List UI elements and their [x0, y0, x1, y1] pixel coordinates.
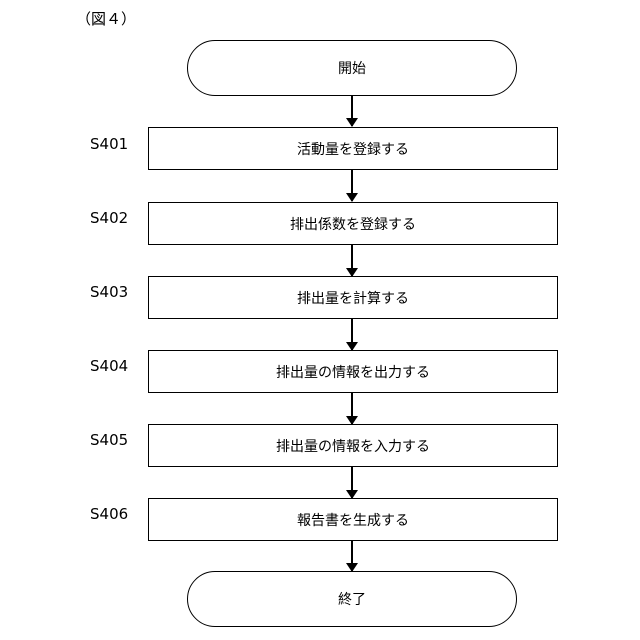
- step-box-s404: 排出量の情報を出力する: [148, 350, 558, 393]
- flow-arrow: [351, 96, 353, 126]
- end-node: 終了: [187, 571, 517, 627]
- step-box-s405: 排出量の情報を入力する: [148, 424, 558, 467]
- step-box-s401: 活動量を登録する: [148, 127, 558, 170]
- step-id-s402: S402: [90, 209, 128, 227]
- step-id-s405: S405: [90, 431, 128, 449]
- step-id-s404: S404: [90, 357, 128, 375]
- step-box-s406: 報告書を生成する: [148, 498, 558, 541]
- flow-arrow: [351, 467, 353, 498]
- step-id-s403: S403: [90, 283, 128, 301]
- step-box-s403: 排出量を計算する: [148, 276, 558, 319]
- flow-arrow: [351, 245, 353, 276]
- step-box-s402: 排出係数を登録する: [148, 202, 558, 245]
- step-id-s401: S401: [90, 135, 128, 153]
- flow-arrow: [351, 319, 353, 350]
- step-id-s406: S406: [90, 505, 128, 523]
- flow-arrow: [351, 541, 353, 571]
- figure-label: （図４）: [76, 8, 136, 29]
- start-node: 開始: [187, 40, 517, 96]
- flow-arrow: [351, 393, 353, 424]
- flow-arrow: [351, 170, 353, 201]
